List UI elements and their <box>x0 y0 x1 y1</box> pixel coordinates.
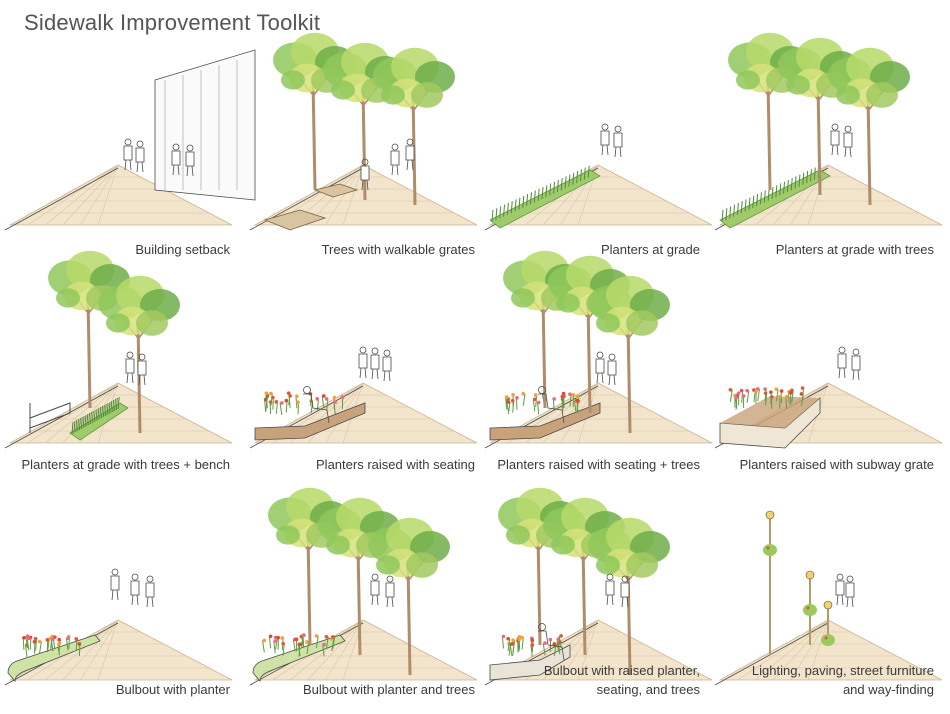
panel-sketch <box>480 495 715 685</box>
pedestrian <box>621 576 629 607</box>
page-title: Sidewalk Improvement Toolkit <box>24 10 320 36</box>
pedestrian <box>131 574 139 605</box>
pedestrian <box>844 126 852 157</box>
panel-planters-at-grade-trees <box>710 40 945 230</box>
panel-planters-raised-subway-grate <box>710 258 945 448</box>
panel-bulbout-planter <box>0 495 235 685</box>
tree <box>318 498 400 655</box>
pedestrian <box>836 574 844 605</box>
pedestrian <box>138 354 146 385</box>
pedestrian <box>406 139 414 170</box>
caption-line: Bulbout with planter and trees <box>303 680 475 699</box>
pedestrian <box>124 139 132 170</box>
pedestrian <box>383 350 391 381</box>
sidewalk-paving <box>5 383 232 448</box>
panel-planters-grade-trees-bench <box>0 258 235 448</box>
caption-planters-grade-trees-bench: Planters at grade with trees + bench <box>22 455 230 474</box>
caption-line: and way-finding <box>752 680 934 699</box>
pedestrian <box>126 352 134 383</box>
panel-sketch <box>245 495 480 685</box>
pedestrian <box>614 126 622 157</box>
caption-bulbout-raised-planter-seating-trees: Bulbout with raised planter,seating, and… <box>544 661 700 699</box>
panel-sketch <box>480 258 715 448</box>
pedestrian <box>846 576 854 607</box>
caption-line: Planters raised with seating + trees <box>497 455 700 474</box>
pedestrian <box>359 347 367 378</box>
pedestrian <box>386 576 394 607</box>
panel-trees-walkable-grates <box>245 40 480 230</box>
pedestrian <box>831 124 839 155</box>
panel-building-setback <box>0 40 235 230</box>
panel-sketch <box>245 258 480 448</box>
pedestrian <box>136 141 144 172</box>
panel-planters-raised-seating-trees <box>480 258 715 448</box>
caption-line: Bulbout with raised planter, <box>544 661 700 680</box>
pedestrian <box>852 349 860 380</box>
panel-sketch <box>0 40 235 230</box>
sidewalk-paving <box>250 620 477 685</box>
pedestrian <box>838 347 846 378</box>
caption-planters-raised-subway-grate: Planters raised with subway grate <box>740 455 934 474</box>
caption-line: Planters at grade with trees <box>776 240 934 259</box>
caption-line: Building setback <box>135 240 230 259</box>
pedestrian <box>606 574 614 605</box>
panel-planters-at-grade <box>480 40 715 230</box>
pedestrian <box>608 354 616 385</box>
building-facade <box>155 50 255 200</box>
caption-line: Planters raised with seating <box>316 455 475 474</box>
panel-sketch <box>480 40 715 230</box>
caption-planters-raised-seating: Planters raised with seating <box>316 455 475 474</box>
caption-line: Planters at grade <box>601 240 700 259</box>
panel-sketch <box>0 258 235 448</box>
caption-bulbout-planter: Bulbout with planter <box>116 680 230 699</box>
caption-line: Trees with walkable grates <box>322 240 475 259</box>
caption-planters-at-grade-trees: Planters at grade with trees <box>776 240 934 259</box>
pedestrian <box>601 124 609 155</box>
caption-line: seating, and trees <box>544 680 700 699</box>
pedestrian <box>391 144 399 175</box>
panel-lighting-paving-furniture <box>710 495 945 685</box>
pedestrian <box>371 348 379 379</box>
caption-planters-at-grade: Planters at grade <box>601 240 700 259</box>
panel-planters-raised-seating <box>245 258 480 448</box>
caption-line: Lighting, paving, street furniture <box>752 661 934 680</box>
pedestrian <box>111 569 119 600</box>
panel-bulbout-raised-planter-seating-trees <box>480 495 715 685</box>
panel-sketch <box>710 258 945 448</box>
pedestrian <box>371 574 379 605</box>
pedestrian <box>146 576 154 607</box>
caption-bulbout-planter-trees: Bulbout with planter and trees <box>303 680 475 699</box>
panel-sketch <box>710 495 945 685</box>
caption-line: Bulbout with planter <box>116 680 230 699</box>
caption-building-setback: Building setback <box>135 240 230 259</box>
panel-sketch <box>0 495 235 685</box>
panel-sketch <box>710 40 945 230</box>
caption-planters-raised-seating-trees: Planters raised with seating + trees <box>497 455 700 474</box>
caption-trees-walkable-grates: Trees with walkable grates <box>322 240 475 259</box>
panel-bulbout-planter-trees <box>245 495 480 685</box>
caption-line: Planters at grade with trees + bench <box>22 455 230 474</box>
sidewalk-paving <box>5 620 232 685</box>
pedestrian <box>596 352 604 383</box>
caption-line: Planters raised with subway grate <box>740 455 934 474</box>
caption-lighting-paving-furniture: Lighting, paving, street furnitureand wa… <box>752 661 934 699</box>
panel-sketch <box>245 40 480 230</box>
